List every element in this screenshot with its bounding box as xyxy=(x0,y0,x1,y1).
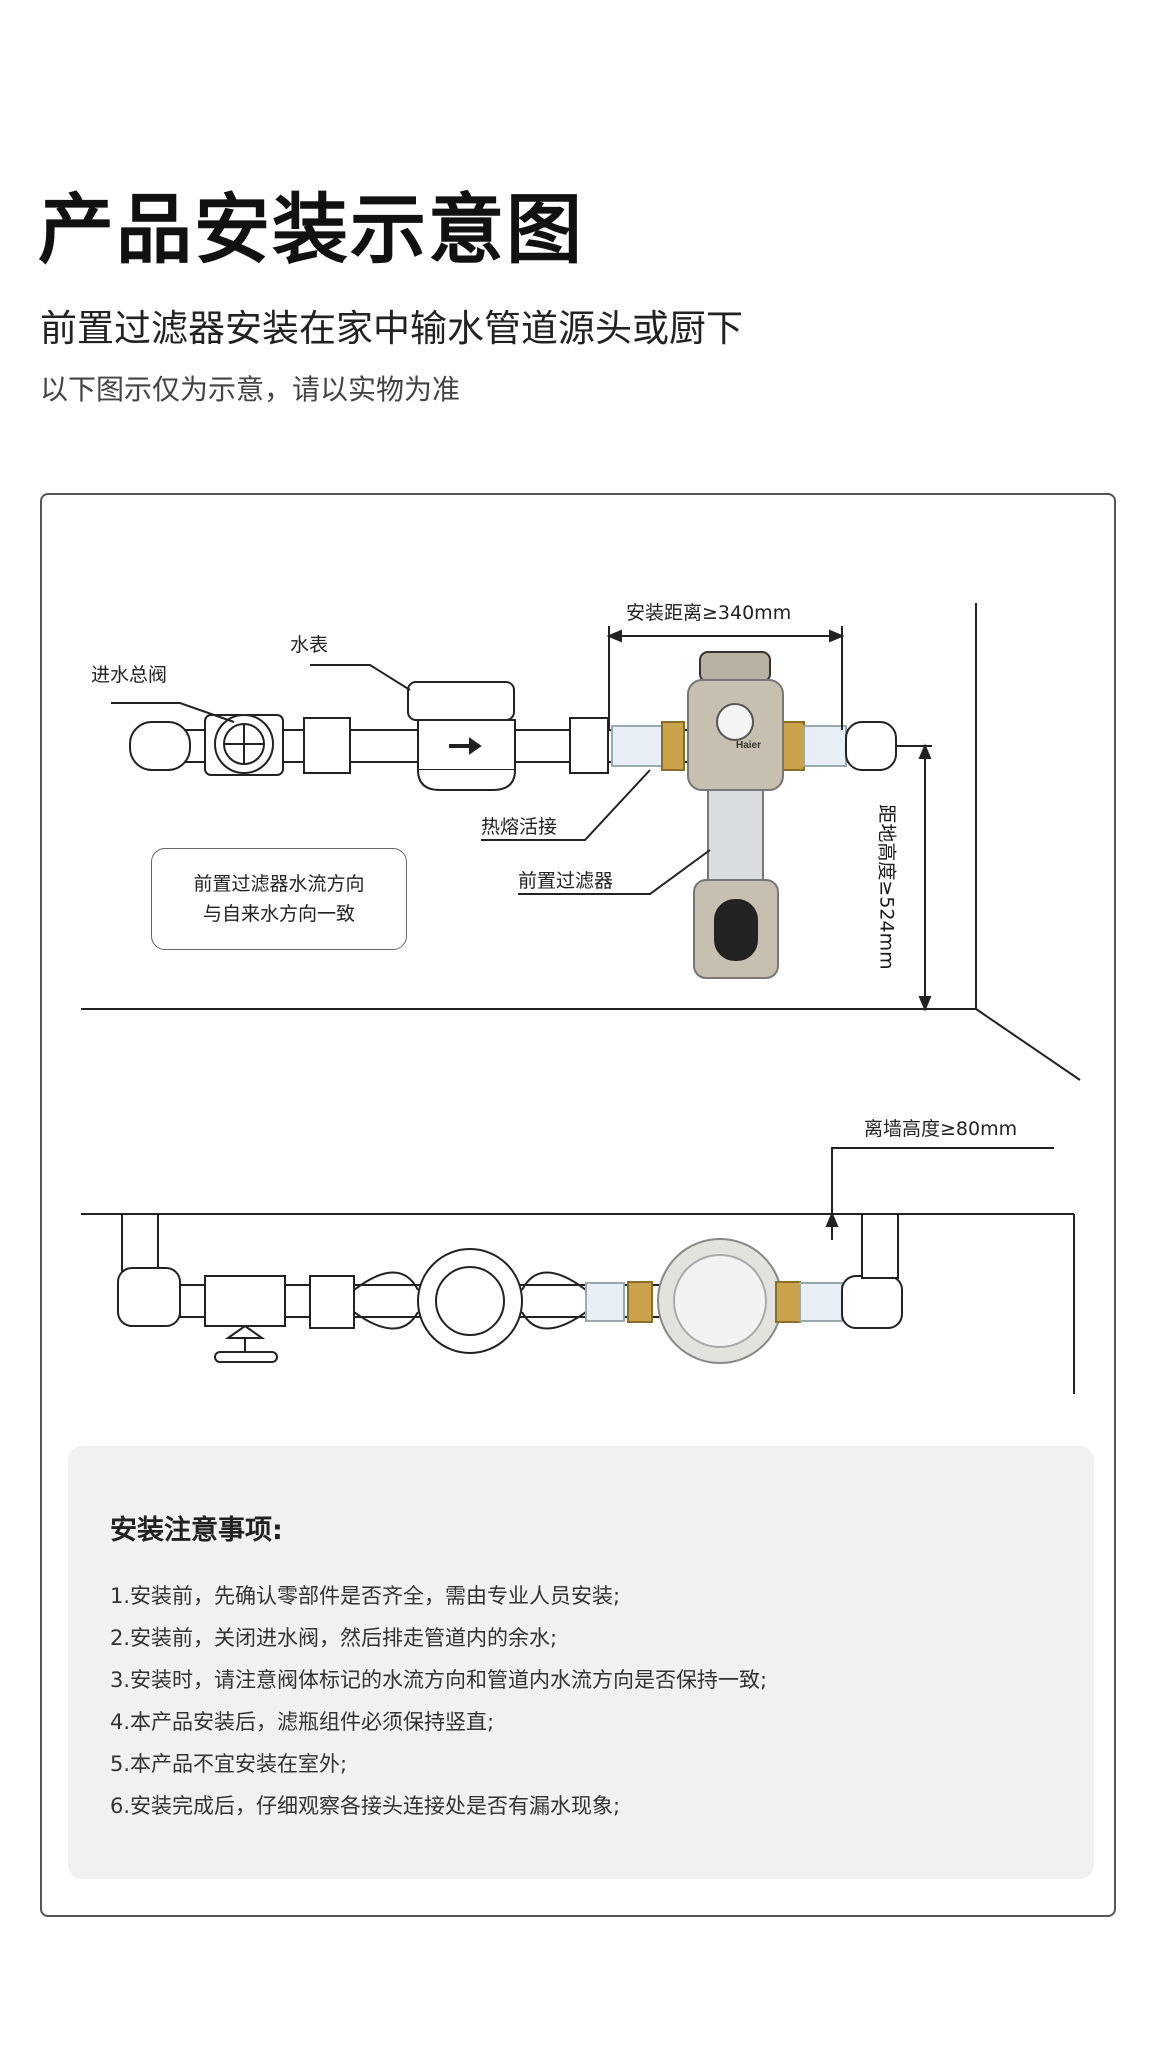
pipe-end-cap xyxy=(129,721,191,771)
filter-bottle xyxy=(707,789,764,881)
fusion-union xyxy=(611,725,663,767)
fusion-union xyxy=(803,725,847,767)
disclaimer: 以下图示仅为示意，请以实物为准 xyxy=(40,373,461,406)
filter-top-knob xyxy=(699,651,771,683)
brand-logo: Haier xyxy=(736,740,761,751)
brass-nut xyxy=(661,721,685,771)
page-title: 产品安装示意图 xyxy=(38,185,584,274)
wall-corner-line xyxy=(975,1008,1081,1081)
label-main-valve: 进水总阀 xyxy=(91,664,168,686)
note-item: 3.安装时，请注意阀体标记的水流方向和管道内水流方向是否保持一致; xyxy=(110,1668,768,1692)
notes-title: 安装注意事项: xyxy=(110,1515,283,1546)
pipe-end-cap xyxy=(845,721,897,771)
label-water-meter: 水表 xyxy=(290,634,329,656)
filter-display-window xyxy=(714,899,758,961)
pressure-gauge-icon xyxy=(716,703,754,741)
elbow-fitting xyxy=(841,1275,903,1329)
brass-nut xyxy=(781,721,805,771)
main-valve-body xyxy=(204,1275,286,1327)
note-item: 5.本产品不宜安装在室外; xyxy=(110,1752,348,1776)
installation-notes-panel: 安装注意事项: 1.安装前，先确认零部件是否齐全，需由专业人员安装; 2.安装前… xyxy=(68,1446,1094,1879)
diagram-frame xyxy=(40,493,1116,1917)
label-fusion-union: 热熔活接 xyxy=(481,816,558,838)
note-item: 2.安装前，关闭进水阀，然后排走管道内的余水; xyxy=(110,1626,558,1650)
union-fitting xyxy=(303,717,351,774)
note-item: 4.本产品安装后，滤瓶组件必须保持竖直; xyxy=(110,1710,495,1734)
label-install-distance: 安装距离≥340mm xyxy=(626,602,792,624)
label-pre-filter: 前置过滤器 xyxy=(518,870,614,892)
flow-note-line: 与自来水方向一致 xyxy=(202,903,355,925)
label-wall-distance: 离墙高度≥80mm xyxy=(864,1118,1018,1140)
flow-arrow-icon xyxy=(449,737,482,755)
note-item: 1.安装前，先确认零部件是否齐全，需由专业人员安装; xyxy=(110,1584,621,1608)
flow-note-line: 前置过滤器水流方向 xyxy=(193,873,365,895)
union-fitting xyxy=(309,1275,355,1329)
page-subtitle: 前置过滤器安装在家中输水管道源头或厨下 xyxy=(40,307,743,350)
elbow-fitting xyxy=(117,1267,181,1327)
note-item: 6.安装完成后，仔细观察各接头连接处是否有漏水现象; xyxy=(110,1794,621,1818)
water-meter-top xyxy=(407,681,515,721)
water-meter-bottom xyxy=(417,769,516,791)
union-fitting xyxy=(569,717,609,774)
label-floor-height: 距地高度≥524mm xyxy=(875,804,898,970)
flow-direction-note: 前置过滤器水流方向 与自来水方向一致 xyxy=(151,848,407,950)
